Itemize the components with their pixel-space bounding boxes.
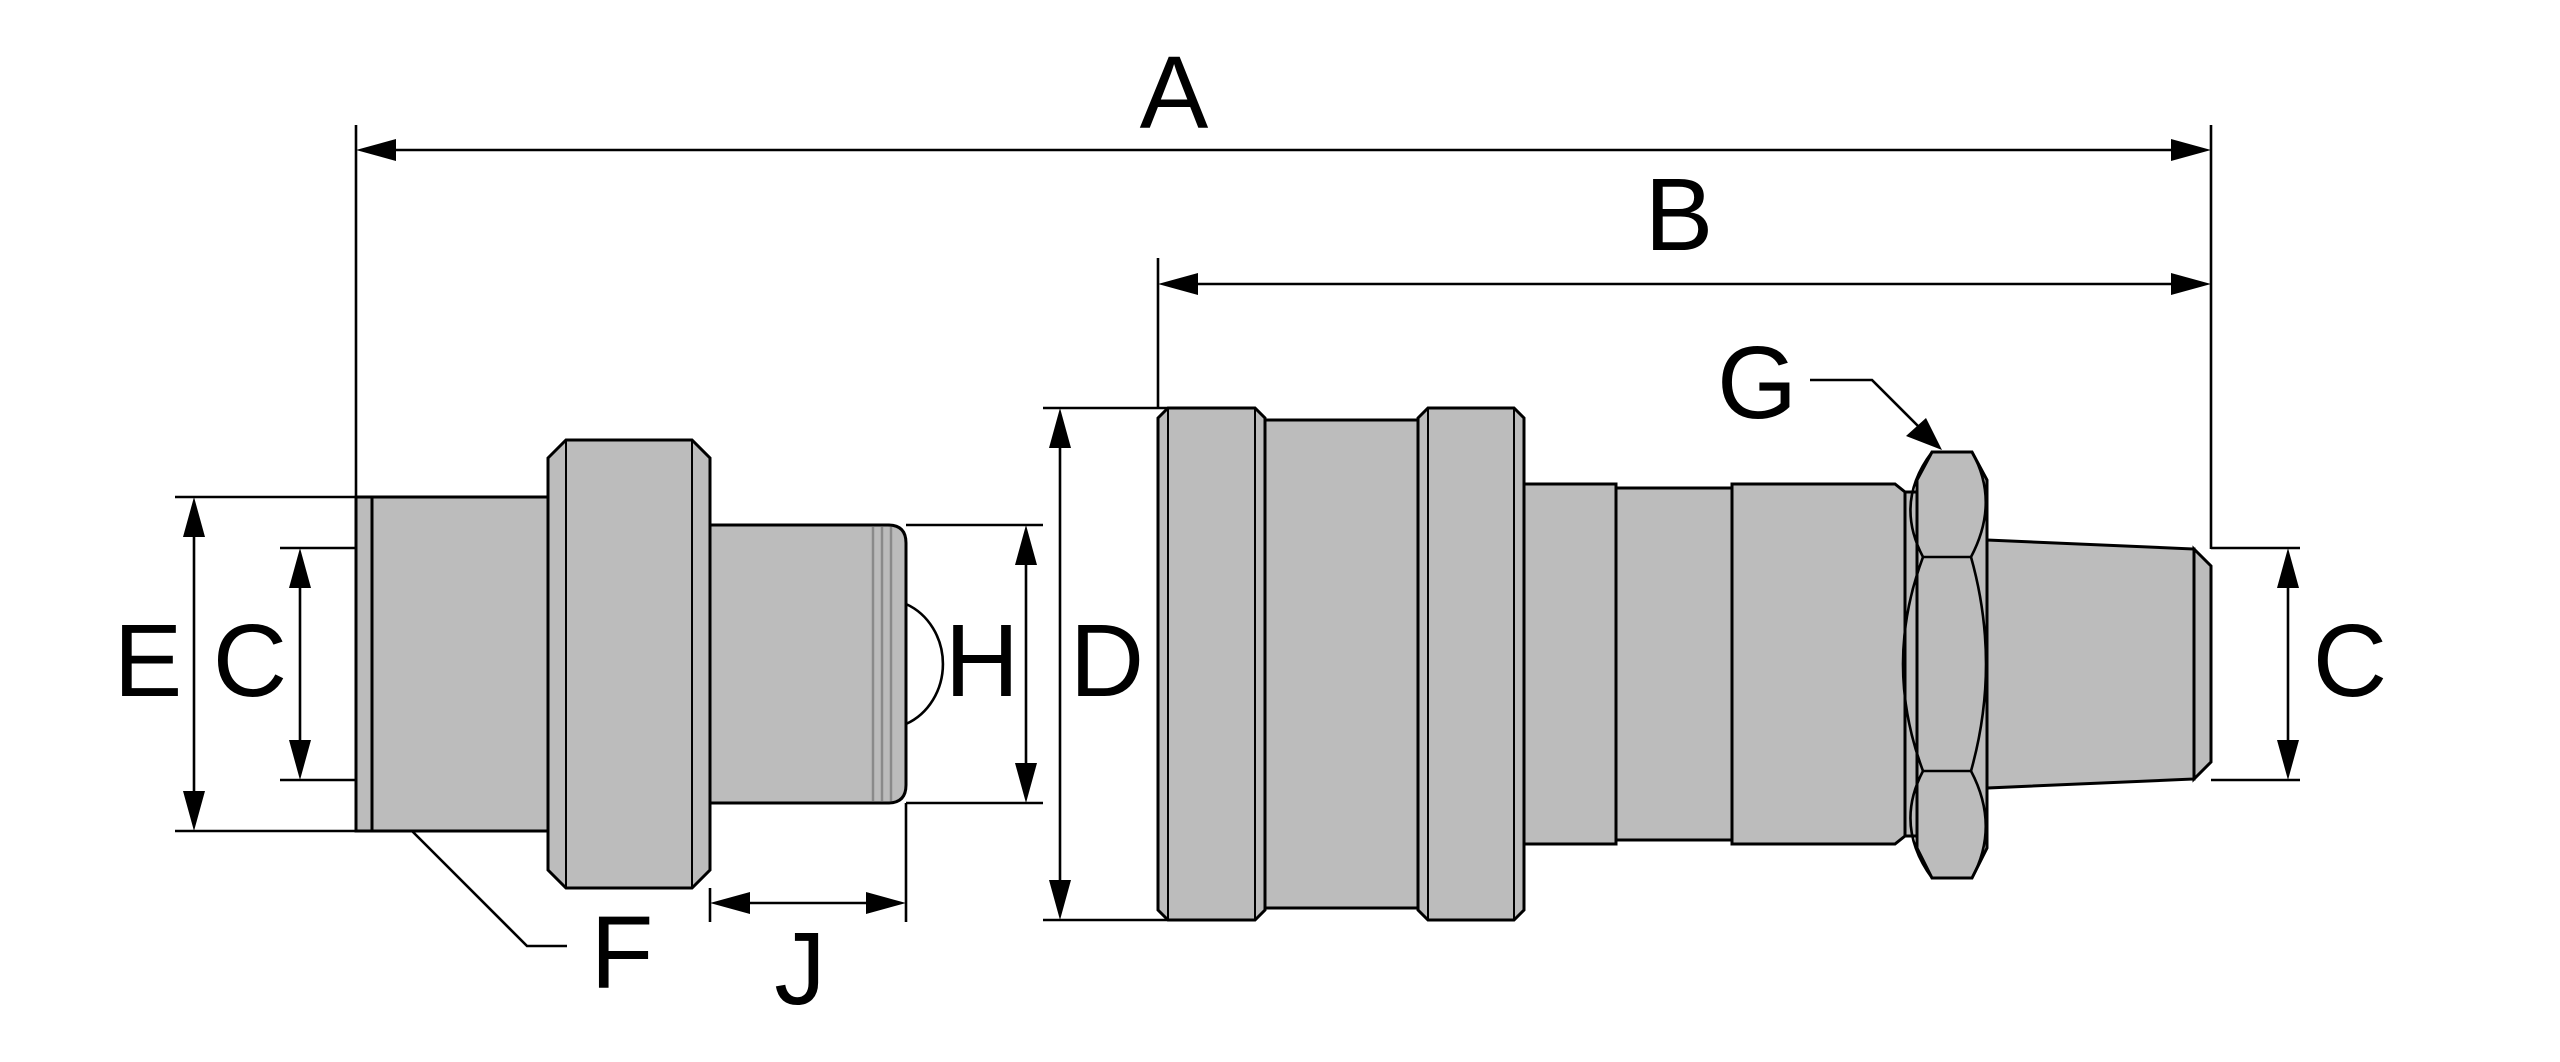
- plug-barrel: [370, 495, 550, 833]
- leader-f: F: [411, 830, 654, 1010]
- label-g: G: [1717, 325, 1797, 440]
- label-a: A: [1140, 35, 1209, 150]
- coupler-hex-g: [1915, 450, 1989, 880]
- plug-valve-cap: [905, 602, 945, 726]
- coupler-tail-cap: [2192, 545, 2213, 783]
- coupler-sleeve-groove: [1263, 418, 1420, 910]
- coupler-body: [1156, 406, 2213, 922]
- dimension-c-left: C: [213, 546, 356, 782]
- dimension-d: D: [1043, 406, 1168, 922]
- label-b: B: [1645, 157, 1714, 272]
- coupler-rear-collar: [1416, 406, 1526, 922]
- label-h: H: [945, 603, 1019, 718]
- coupler-front-sleeve: [1156, 406, 1267, 922]
- coupler-body-section: [1522, 482, 1618, 846]
- dimension-h: H: [906, 523, 1043, 805]
- label-e: E: [114, 603, 183, 718]
- label-c-left: C: [213, 603, 287, 718]
- dimension-c-right: C: [2211, 546, 2387, 782]
- dimension-e: E: [114, 495, 356, 833]
- coupler-body-step: [1903, 490, 1919, 838]
- label-f: F: [591, 895, 654, 1010]
- plug-nose: [708, 523, 908, 805]
- plug-body: [354, 438, 945, 890]
- label-j: J: [774, 911, 826, 1026]
- plug-hex-nut: [546, 438, 712, 890]
- plug-flange-strip: [354, 495, 374, 833]
- dimension-a: A: [354, 35, 2213, 549]
- label-d: D: [1070, 603, 1144, 718]
- leader-g: G: [1717, 325, 1942, 450]
- dimension-b: B: [1156, 157, 2211, 408]
- dimension-j: J: [708, 803, 908, 1026]
- coupler-body-rear: [1730, 482, 1907, 846]
- coupler-tail: [1985, 538, 2196, 790]
- label-c-right: C: [2313, 603, 2387, 718]
- coupler-body-neck: [1614, 486, 1734, 842]
